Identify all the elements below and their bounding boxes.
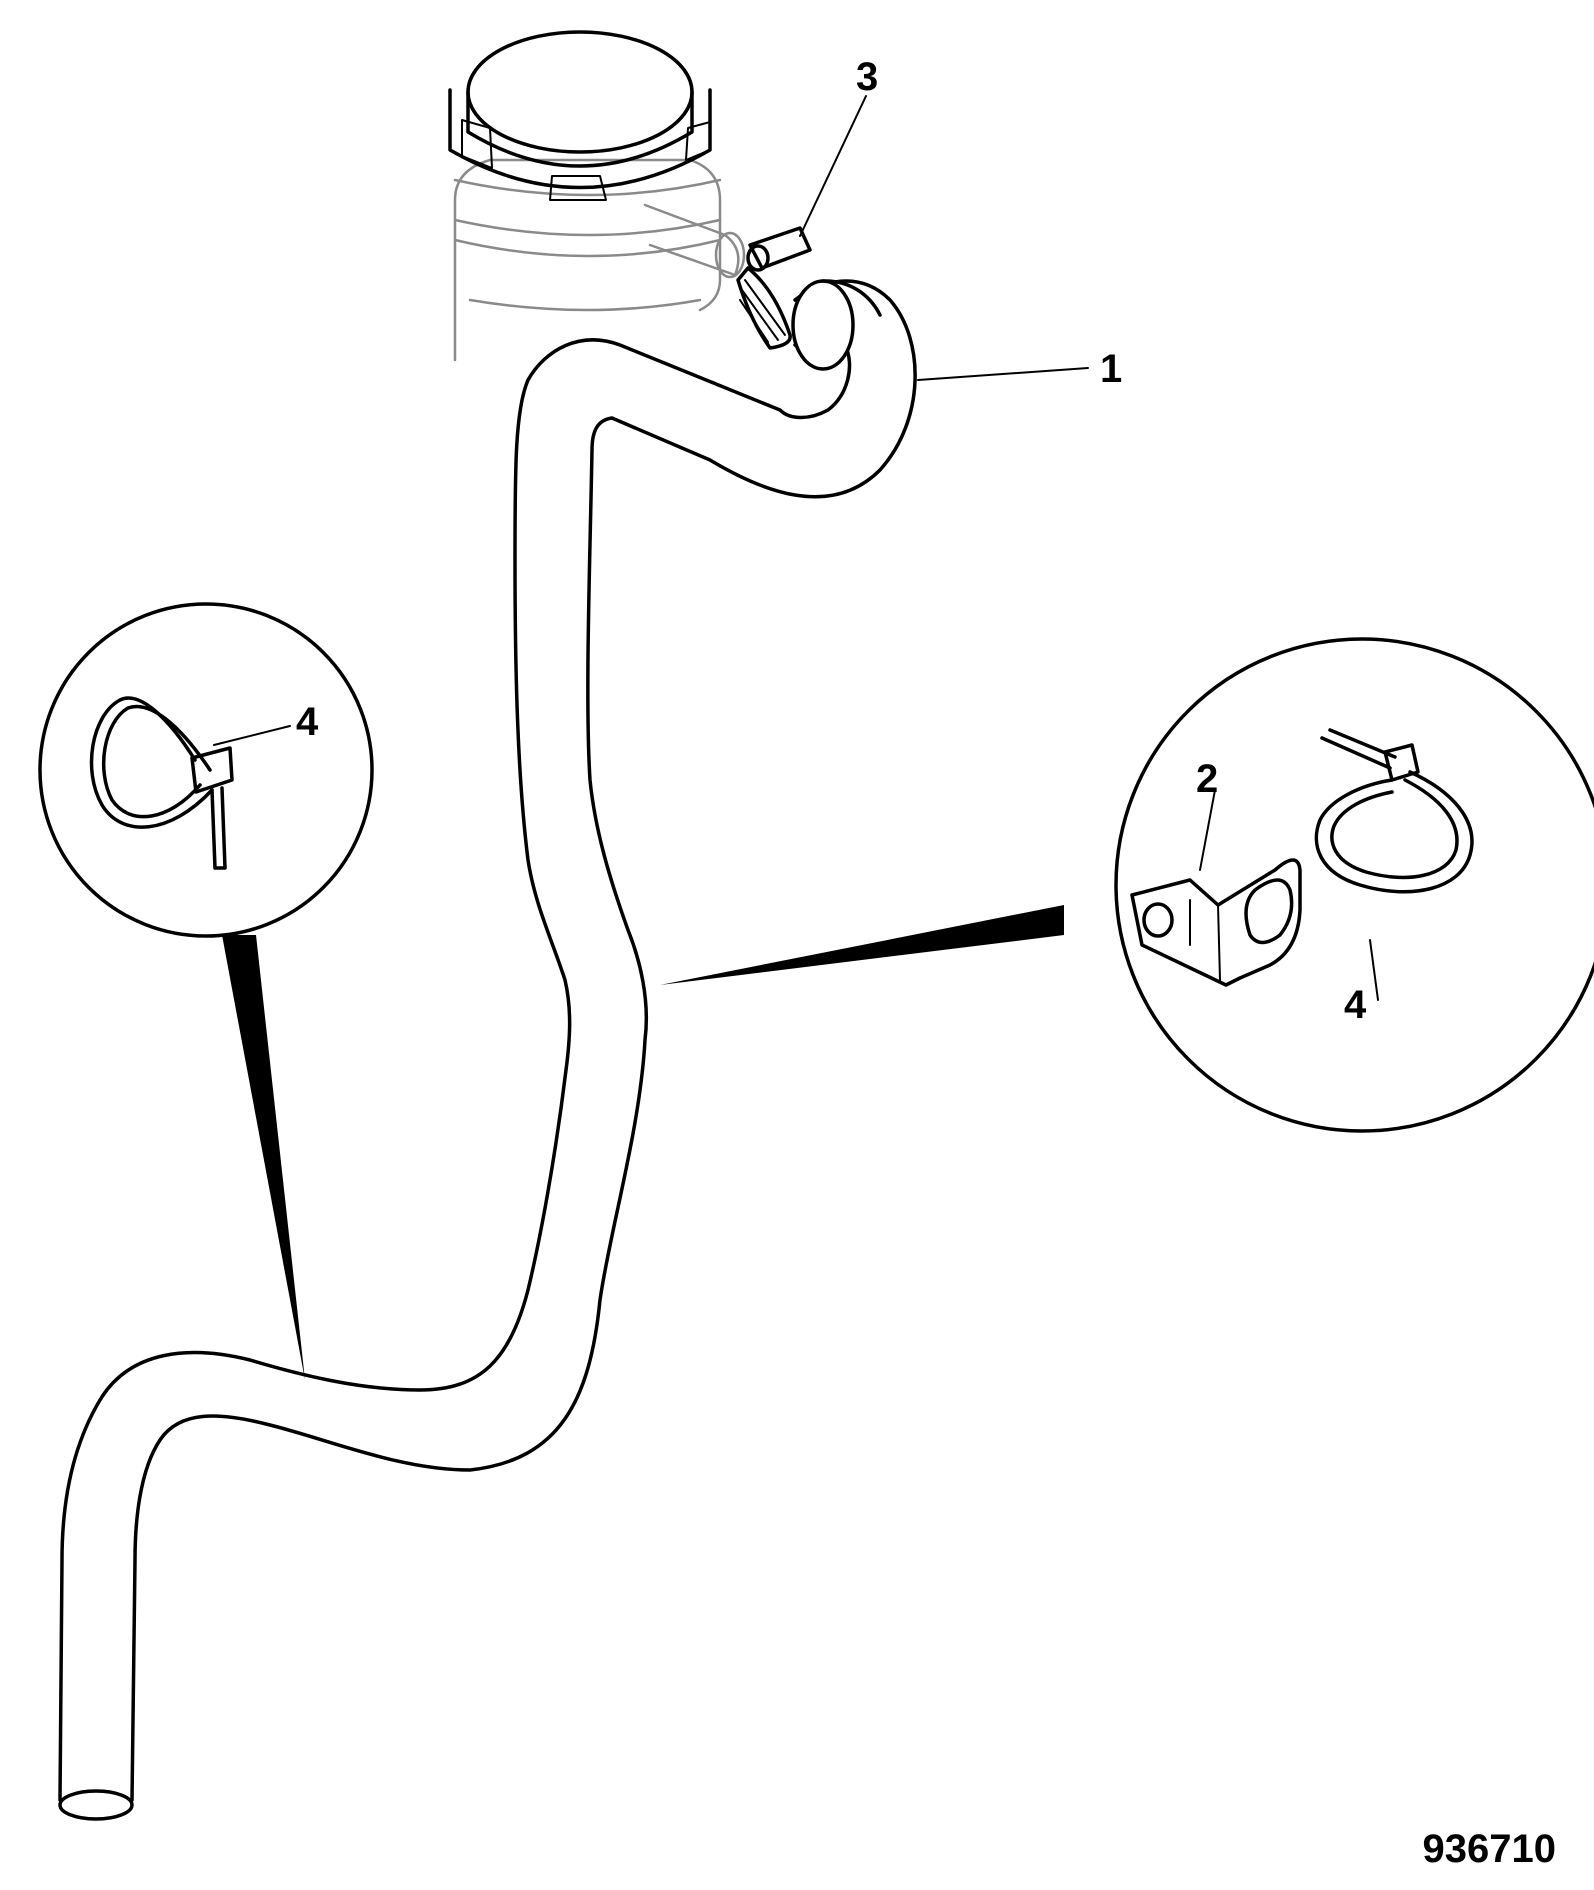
leader-lines bbox=[213, 95, 1379, 1001]
callout-hose-clip: 3 bbox=[856, 55, 878, 99]
detail-circle-right bbox=[1114, 637, 1594, 1133]
pointer-left bbox=[222, 935, 305, 1380]
figure-number: 936710 bbox=[1423, 1827, 1556, 1871]
reservoir bbox=[448, 30, 746, 362]
callout-cable-tie-left: 4 bbox=[296, 700, 319, 744]
callout-bracket: 2 bbox=[1196, 757, 1218, 801]
cable-tie-right bbox=[1314, 728, 1474, 894]
hose-clip bbox=[736, 226, 812, 350]
cable-tie-left bbox=[89, 696, 234, 870]
leader-tie-right bbox=[1369, 939, 1379, 1001]
leader-hose-clip bbox=[799, 95, 867, 237]
hose bbox=[58, 279, 917, 1821]
leader-hose bbox=[917, 367, 1089, 381]
detail-circle-left bbox=[38, 602, 374, 938]
leader-bracket bbox=[1199, 789, 1216, 871]
leader-tie-left bbox=[213, 725, 291, 746]
callout-cable-tie-right: 4 bbox=[1344, 983, 1367, 1027]
callout-hose: 1 bbox=[1100, 347, 1122, 391]
detail-pointers bbox=[222, 905, 1064, 1380]
callout-labels: 1 3 4 2 4 bbox=[296, 55, 1367, 1027]
bracket bbox=[1130, 858, 1302, 987]
pointer-right bbox=[660, 905, 1064, 985]
